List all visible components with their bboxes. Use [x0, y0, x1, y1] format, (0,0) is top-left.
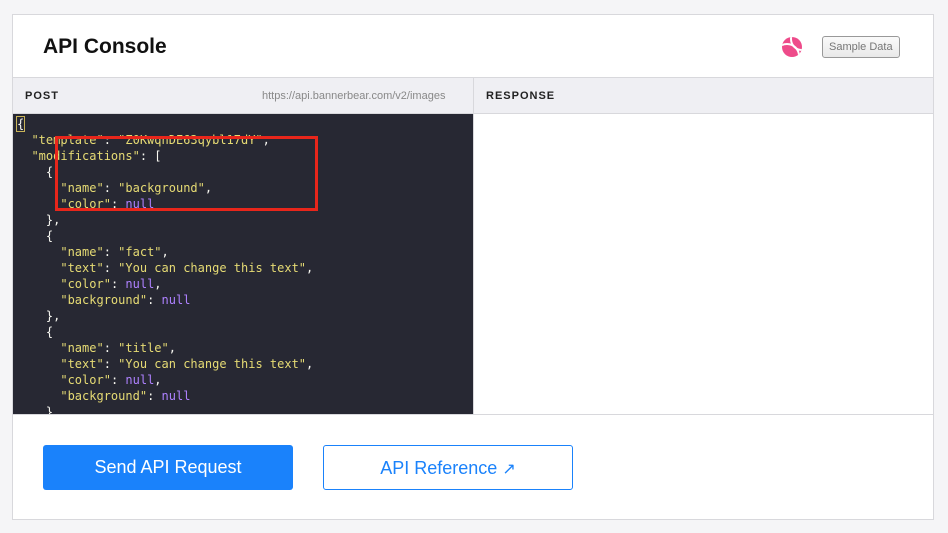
code-line: {: [17, 165, 54, 179]
api-reference-button[interactable]: API Reference ↗: [323, 445, 573, 490]
header: API Console Sample Data: [13, 15, 933, 78]
code-line: "modifications": [: [31, 149, 162, 163]
footer: Send API Request API Reference ↗: [13, 414, 933, 520]
code-line: "text": "You can change this text",: [60, 357, 314, 371]
code-line: },: [17, 213, 61, 227]
send-api-request-button[interactable]: Send API Request: [43, 445, 293, 490]
code-line: {: [17, 325, 54, 339]
sample-data-button[interactable]: Sample Data: [822, 36, 900, 58]
api-reference-label: API Reference: [380, 458, 498, 478]
page-title: API Console: [43, 35, 167, 58]
request-url: https://api.bannerbear.com/v2/images: [262, 90, 446, 102]
volleyball-icon: [782, 37, 802, 57]
code-line: "name": "background",: [60, 181, 213, 195]
code-line: "name": "title",: [60, 341, 176, 355]
code-line: "name": "fact",: [60, 245, 169, 259]
code-line: {: [17, 229, 54, 243]
code-line: {: [15, 116, 26, 132]
highlight-box: [55, 136, 318, 211]
api-console-card: API Console Sample Data POST https://api…: [12, 14, 934, 520]
code-line: "background": null: [60, 389, 191, 403]
panel-divider: [473, 78, 474, 414]
code-line: "text": "You can change this text",: [60, 261, 314, 275]
code-line: "color": null: [60, 197, 155, 211]
response-label: RESPONSE: [486, 90, 556, 102]
code-line: },: [17, 309, 61, 323]
arrow-up-right-icon: ↗: [502, 461, 516, 478]
code-line: }: [17, 405, 54, 414]
code-line: "background": null: [60, 293, 191, 307]
code-line: "color": null,: [60, 277, 162, 291]
request-method-label: POST: [25, 90, 59, 102]
code-line: "color": null,: [60, 373, 162, 387]
